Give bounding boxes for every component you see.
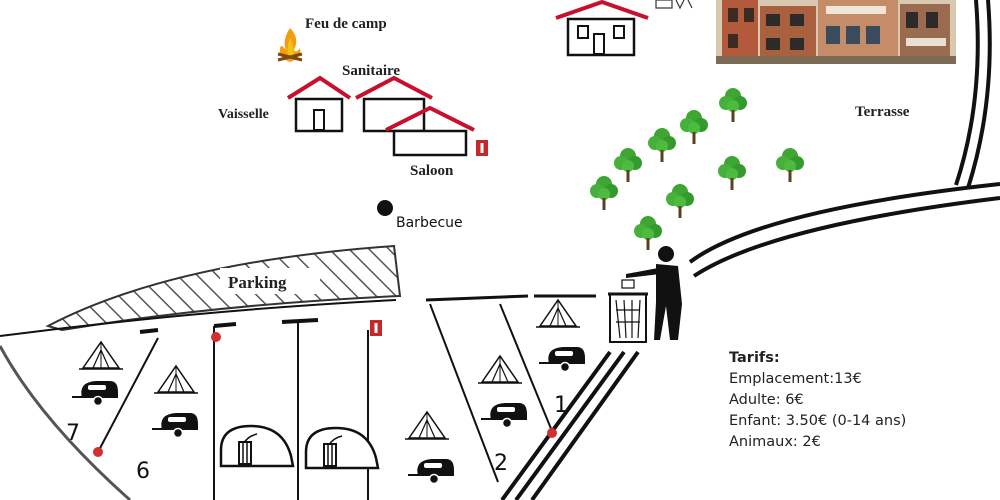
tent-icon xyxy=(404,411,450,440)
tree-icon xyxy=(614,148,642,182)
tariff-line: Adulte: 6€ xyxy=(729,392,804,408)
pitch-number: 7 xyxy=(66,421,80,446)
house-icon xyxy=(555,0,649,57)
parking-label: Parking xyxy=(228,273,287,292)
tent-icon xyxy=(78,341,124,370)
tree-icon xyxy=(648,128,676,162)
electric-outlet-icon xyxy=(370,320,382,336)
campfire-label: Feu de camp xyxy=(305,16,387,32)
pitch-boundaries xyxy=(0,294,596,500)
tent-icon xyxy=(535,299,581,328)
tree-icon xyxy=(718,156,746,190)
caravan-icon xyxy=(151,412,199,439)
house-icon xyxy=(286,75,352,133)
house-icon xyxy=(385,105,475,157)
tent-icon xyxy=(477,355,523,384)
pod-icon xyxy=(219,424,295,468)
caravan-icon xyxy=(538,346,586,373)
tree-icon xyxy=(776,148,804,182)
saloon-label: Saloon xyxy=(410,163,454,179)
road xyxy=(500,0,1000,500)
tree-icon xyxy=(719,88,747,122)
terrace-label: Terrasse xyxy=(855,104,910,120)
campfire-icon xyxy=(277,28,303,62)
barbecue-label: Barbecue xyxy=(396,215,463,231)
tariff-title: Tarifs: xyxy=(729,350,780,366)
tariff-panel: Tarifs: Emplacement:13€ Adulte: 6€ Enfan… xyxy=(729,348,989,453)
pitch-number: 2 xyxy=(494,451,508,476)
pitch-number: 6 xyxy=(136,459,150,484)
tree-icon xyxy=(666,184,694,218)
house-icon xyxy=(355,75,433,133)
tree-icon xyxy=(634,216,662,250)
wheelchair-icon xyxy=(655,0,693,10)
caravan-icon xyxy=(407,458,455,485)
building-photo xyxy=(716,0,956,64)
barbecue-icon xyxy=(377,200,393,216)
pitch-marker xyxy=(547,428,557,438)
tariff-line: Enfant: 3.50€ (0-14 ans) xyxy=(729,413,907,429)
tariff-line: Emplacement:13€ xyxy=(729,371,862,387)
caravan-icon xyxy=(480,402,528,429)
pitch-marker xyxy=(211,332,221,342)
tent-icon xyxy=(153,365,199,394)
electric-outlet-icon xyxy=(476,140,488,156)
pitch-number: 1 xyxy=(554,393,568,418)
pitch-marker xyxy=(93,447,103,457)
tariff-line: Animaux: 2€ xyxy=(729,434,821,450)
tree-icon xyxy=(680,110,708,144)
tree-icon xyxy=(590,176,618,210)
dishes-label: Vaisselle xyxy=(218,107,269,122)
trash-bin-icon xyxy=(608,246,682,343)
caravan-icon xyxy=(71,380,119,407)
sanitary-label: Sanitaire xyxy=(342,63,400,79)
